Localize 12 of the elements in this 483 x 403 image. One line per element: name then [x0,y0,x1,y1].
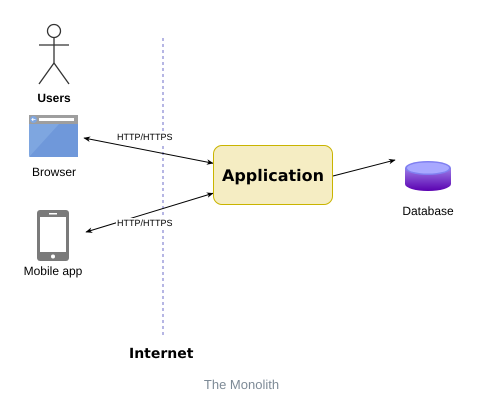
edge-label: HTTP/HTTPS [116,218,174,229]
node-label: Users [36,91,72,105]
arrow [83,136,214,165]
zone-label: Internet [129,346,194,362]
node-label: Mobile app [22,264,84,278]
process-box: Application [213,145,333,205]
edge-label: HTTP/HTTPS [116,132,174,143]
arrow [85,192,214,233]
node-label: Database [401,204,455,218]
node-label: Browser [30,165,77,179]
caption: The Monolith [202,377,280,392]
arrow [332,158,396,176]
